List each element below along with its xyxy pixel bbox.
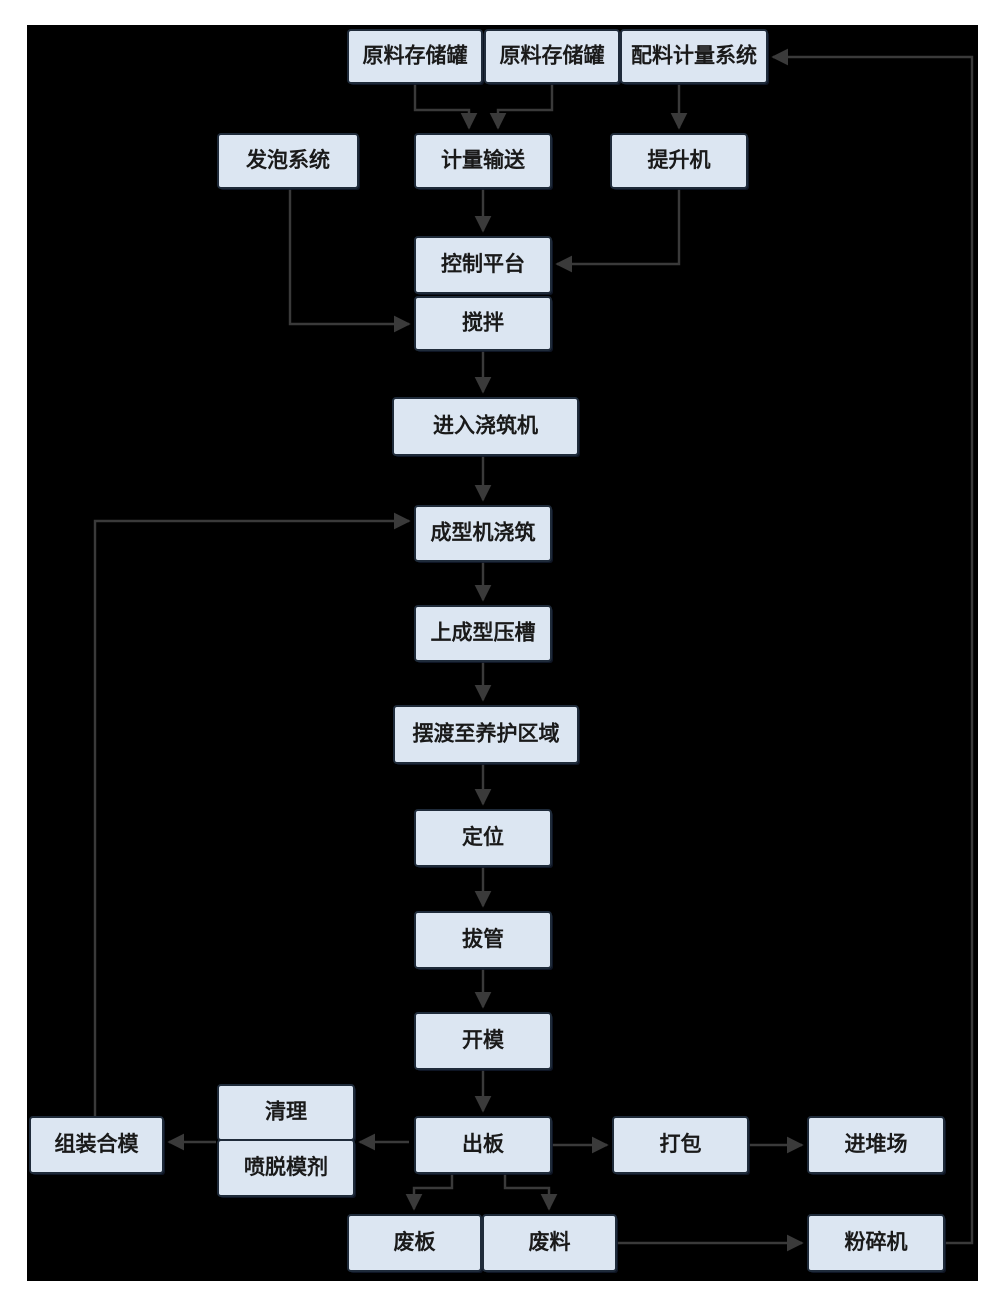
flow-node-mixing[interactable]: 搅拌 (414, 296, 553, 352)
flow-node-cleaning[interactable]: 清理 (217, 1084, 356, 1142)
flow-node-positioning[interactable]: 定位 (414, 809, 553, 868)
flow-edge (93, 512, 411, 1117)
node-box[interactable] (29, 1116, 164, 1174)
node-box[interactable] (482, 1214, 617, 1272)
flow-node-meter_convey[interactable]: 计量输送 (414, 133, 553, 190)
flow-node-waste_mat[interactable]: 废料 (482, 1214, 618, 1273)
flow-node-to_yard[interactable]: 进堆场 (807, 1116, 946, 1175)
node-box[interactable] (217, 1139, 355, 1197)
node-box[interactable] (393, 705, 579, 764)
node-box[interactable] (414, 236, 552, 294)
edge-layer (93, 48, 974, 1252)
flow-node-control_plat[interactable]: 控制平台 (414, 236, 553, 295)
node-box[interactable] (807, 1214, 945, 1272)
node-box[interactable] (484, 29, 620, 84)
flow-node-foam_system[interactable]: 发泡系统 (217, 133, 360, 190)
flow-edge (489, 83, 554, 130)
node-box[interactable] (807, 1116, 945, 1174)
flow-node-elevator[interactable]: 提升机 (610, 133, 749, 190)
flow-node-spray_agent[interactable]: 喷脱模剂 (217, 1139, 356, 1198)
flow-node-out_board[interactable]: 出板 (414, 1116, 553, 1175)
flow-edge (413, 83, 478, 130)
node-box[interactable] (217, 1084, 355, 1141)
flow-edge (405, 1173, 454, 1211)
node-box[interactable] (392, 397, 579, 456)
flow-node-crusher[interactable]: 粉碎机 (807, 1214, 946, 1273)
node-box[interactable] (347, 29, 483, 84)
node-box[interactable] (414, 505, 552, 562)
flow-node-waste_board[interactable]: 废板 (347, 1214, 483, 1273)
flow-node-packing[interactable]: 打包 (612, 1116, 750, 1175)
flow-node-demold[interactable]: 开模 (414, 1012, 553, 1071)
flow-node-batch_meter[interactable]: 配料计量系统 (620, 29, 769, 85)
node-box[interactable] (414, 1012, 552, 1070)
node-box[interactable] (414, 605, 552, 662)
flow-node-form_cast[interactable]: 成型机浇筑 (414, 505, 553, 563)
flow-node-assemble_mold[interactable]: 组装合模 (29, 1116, 165, 1175)
node-box[interactable] (414, 296, 552, 351)
flow-edge (288, 188, 411, 333)
node-box[interactable] (610, 133, 748, 189)
node-box[interactable] (620, 29, 768, 84)
flow-edge (555, 188, 681, 273)
flow-node-enter_caster[interactable]: 进入浇筑机 (392, 397, 580, 457)
node-box[interactable] (217, 133, 359, 189)
node-box[interactable] (347, 1214, 482, 1272)
flow-node-pull_pipe[interactable]: 拔管 (414, 911, 553, 970)
flow-node-raw_tank_1[interactable]: 原料存储罐 (347, 29, 484, 85)
flow-node-raw_tank_2[interactable]: 原料存储罐 (484, 29, 621, 85)
node-box[interactable] (414, 133, 552, 189)
node-box[interactable] (414, 911, 552, 969)
node-box[interactable] (414, 809, 552, 867)
flow-node-press_groove[interactable]: 上成型压槽 (414, 605, 553, 663)
node-box[interactable] (612, 1116, 749, 1174)
node-box[interactable] (414, 1116, 552, 1174)
flow-edge (503, 1173, 558, 1211)
flow-node-ferry_cure[interactable]: 摆渡至养护区域 (393, 705, 580, 765)
flow-edge (771, 48, 974, 1245)
